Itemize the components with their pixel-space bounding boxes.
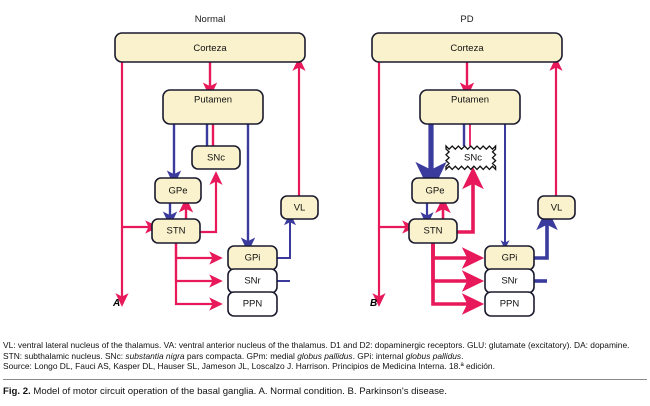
node-label-ppn: PPN <box>243 299 263 310</box>
node-snr-normal[interactable]: SNr <box>227 268 278 294</box>
node-gpi-pd[interactable]: GPi <box>484 245 535 271</box>
caption-divider <box>3 379 647 380</box>
node-vl-normal[interactable]: VL <box>280 195 319 220</box>
node-stn-pd[interactable]: STN <box>408 218 458 244</box>
source-line: Source: Longo DL, Fauci AS, Kasper DL, H… <box>3 361 495 372</box>
node-label-snc-pd: SNc <box>464 153 482 164</box>
snc-degenerated-outline <box>445 144 497 172</box>
node-gpi-normal[interactable]: GPi <box>227 245 278 271</box>
node-label-gpe-pd: GPe <box>425 186 444 197</box>
edge-gpi-vl-pd <box>534 207 558 260</box>
node-label-cortex-pd: Corteza <box>450 43 484 54</box>
edge-gpi-vl <box>277 212 296 259</box>
note-part-2: pars compacta. GPm: medial <box>184 350 298 361</box>
figure-caption-text: Model of motor circuit operation of the … <box>33 386 447 397</box>
node-label-snc: SNc <box>207 153 225 164</box>
panel-pd: PD <box>370 14 576 317</box>
connections-pd <box>372 57 563 315</box>
panel-normal: Normal <box>112 14 319 317</box>
note-italic-globus-pallidus-1: globus pallidus <box>297 350 353 361</box>
node-cortex-normal[interactable]: Corteza <box>114 32 306 63</box>
panel-title-pd: PD <box>460 14 473 25</box>
node-label-vl-pd: VL <box>551 203 563 214</box>
diagram-area: Normal <box>112 14 576 317</box>
node-putamen-pd[interactable]: Putamen <box>419 89 521 125</box>
node-label-cortex: Corteza <box>193 43 227 54</box>
node-label-snr-pd: SNr <box>501 276 517 287</box>
note-italic-substantia-nigra: substantia nigra <box>125 350 185 361</box>
node-cortex-pd[interactable]: Corteza <box>371 32 563 63</box>
node-label-stn: STN <box>167 226 186 237</box>
node-stn-normal[interactable]: STN <box>151 218 201 244</box>
note-part-1: VL: ventral lateral nucleus of the thala… <box>3 340 630 361</box>
note-part-3: . GPi: internal <box>352 350 406 361</box>
node-label-gpi-pd: GPi <box>502 253 518 264</box>
note-part-4: . <box>461 350 464 361</box>
panel-letter-a: A <box>112 298 120 309</box>
edge-stn-snr-pd <box>431 240 485 292</box>
node-label-stn-pd: STN <box>424 226 443 237</box>
panel-letter-b: B <box>370 298 377 309</box>
node-ppn-normal[interactable]: PPN <box>227 291 278 317</box>
node-gpe-pd[interactable]: GPe <box>411 177 459 204</box>
node-label-ppn-pd: PPN <box>500 299 520 310</box>
node-ppn-pd[interactable]: PPN <box>484 291 535 317</box>
node-label-vl: VL <box>294 203 306 214</box>
edge-stn-ppn-pd <box>431 240 485 315</box>
edge-stn-snr <box>174 240 223 288</box>
node-label-gpi: GPi <box>245 253 261 264</box>
node-snc-normal[interactable]: SNc <box>191 145 241 170</box>
abbreviations-note: VL: ventral lateral nucleus of the thala… <box>3 340 648 372</box>
connections-normal <box>115 57 306 311</box>
edge-stn-snc <box>200 171 223 234</box>
node-vl-pd[interactable]: VL <box>537 195 576 220</box>
node-label-putamen: Putamen <box>194 95 232 106</box>
nodes-pd: Corteza Putamen SNc GPe <box>371 32 576 317</box>
node-label-putamen-pd: Putamen <box>451 95 489 106</box>
panel-title-normal: Normal <box>195 14 226 25</box>
circuit-diagram-svg: Normal <box>112 14 576 317</box>
node-snr-pd[interactable]: SNr <box>484 268 535 294</box>
edge-stn-snc-pd <box>457 166 484 234</box>
node-gpe-normal[interactable]: GPe <box>154 177 202 204</box>
figure-caption-label: Fig. 2. <box>3 386 31 397</box>
node-label-gpe: GPe <box>168 186 187 197</box>
figure-caption: Fig. 2. Model of motor circuit operation… <box>3 386 648 398</box>
note-italic-globus-pallidus-2: globus pallidus <box>405 350 462 361</box>
node-snc-pd[interactable]: SNc <box>445 144 497 172</box>
edge-stn-ppn <box>174 240 223 311</box>
nodes-normal: Corteza Putamen SNc GPe <box>114 32 319 317</box>
node-label-snr: SNr <box>244 276 260 287</box>
node-putamen-normal[interactable]: Putamen <box>162 89 264 125</box>
